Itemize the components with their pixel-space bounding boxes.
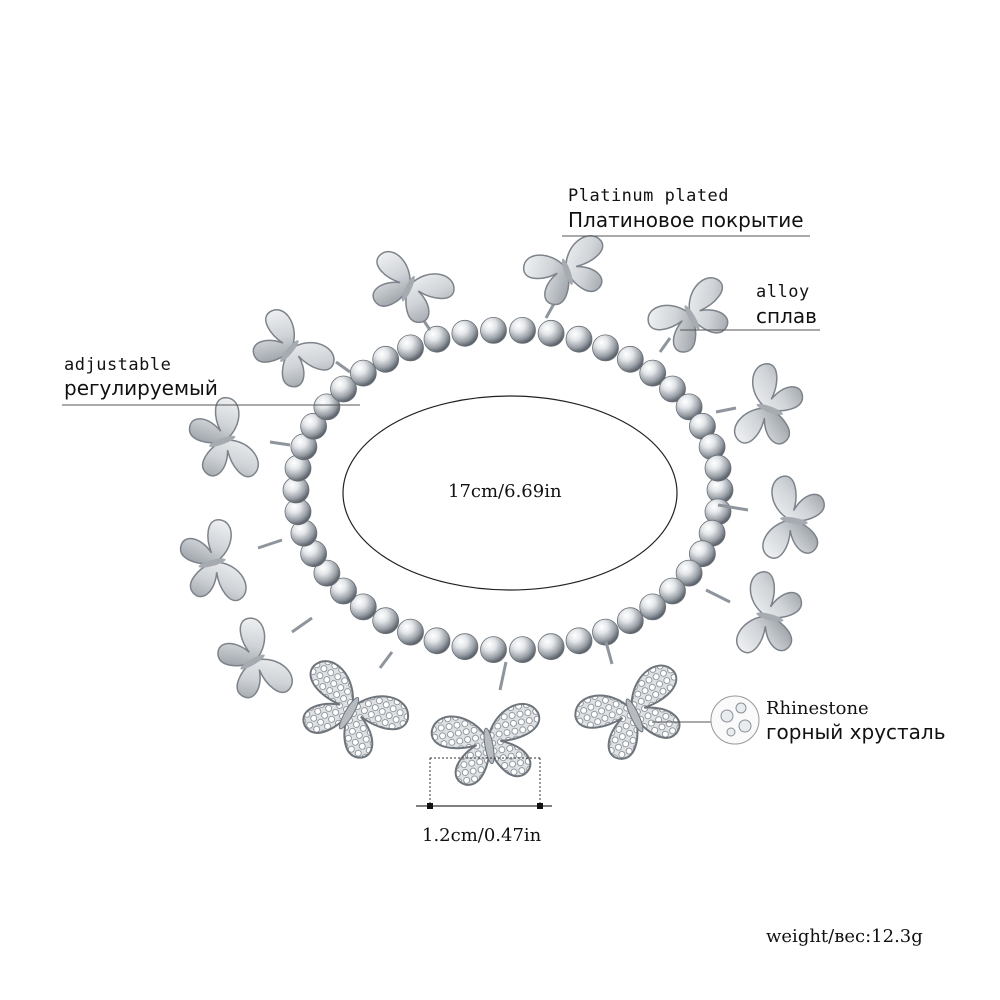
bead [704, 454, 732, 482]
bead [537, 633, 565, 661]
bead [537, 319, 565, 347]
material-label-ru: сплав [756, 304, 817, 328]
butterfly-charm [182, 393, 291, 492]
bead [565, 325, 593, 353]
butterfly-charm [715, 359, 811, 458]
bead [509, 636, 536, 663]
bead [675, 393, 703, 421]
bead [313, 559, 341, 587]
butterfly-charm [207, 612, 313, 714]
bead [616, 607, 644, 635]
bead [480, 636, 507, 663]
bead [349, 593, 377, 621]
adjustable-label-ru: регулируемый [64, 376, 218, 400]
rhinestone-butterfly-charm [569, 641, 700, 772]
butterfly-charm [240, 303, 351, 400]
bead [372, 607, 400, 635]
bead [372, 345, 400, 373]
diameter-ellipse [342, 395, 678, 591]
rhinestone-cluster-icon [710, 695, 760, 745]
bead [397, 334, 424, 362]
bead [330, 375, 357, 403]
butterfly-charm [519, 231, 618, 319]
bead [480, 316, 507, 344]
bead [689, 540, 716, 568]
bead [300, 412, 328, 440]
bead [313, 393, 341, 421]
bead [397, 618, 424, 646]
bead [592, 618, 619, 646]
bead [423, 325, 451, 353]
stone-label-ru: горный хрусталь [766, 720, 946, 744]
bead-bracelet [282, 316, 734, 663]
butterfly-charm [359, 246, 459, 332]
bead [659, 375, 686, 403]
bead [639, 593, 667, 621]
rhinestone-butterfly-charm [283, 651, 416, 772]
bead [451, 319, 479, 347]
bead [423, 627, 451, 655]
bead [565, 627, 593, 655]
bead [675, 559, 703, 587]
bead [349, 359, 377, 387]
diameter-label: 17cm/6.69in [448, 481, 562, 502]
bead [451, 633, 479, 661]
bead [639, 359, 667, 387]
adjustable-label-en: adjustable [64, 355, 172, 375]
butterfly-charm [705, 568, 808, 665]
bead [592, 334, 619, 362]
charm-width-label: 1.2cm/0.47in [422, 825, 542, 846]
rhinestone-butterfly-charm [428, 661, 550, 791]
butterfly-charm [174, 516, 283, 612]
stone-label-en: Rhinestone [766, 698, 869, 719]
plating-label-en: Platinum plated [568, 186, 730, 206]
plating-label-ru: Платиновое покрытие [568, 208, 804, 232]
butterfly-charm [642, 272, 744, 363]
weight-label: weight/вес:12.3g [766, 926, 923, 947]
bead [330, 577, 357, 605]
bead [509, 316, 536, 344]
bead [659, 577, 686, 605]
charm-width-dimension [416, 757, 552, 809]
butterfly-charm [717, 473, 829, 567]
material-label-en: alloy [756, 282, 810, 302]
bead [616, 345, 644, 373]
